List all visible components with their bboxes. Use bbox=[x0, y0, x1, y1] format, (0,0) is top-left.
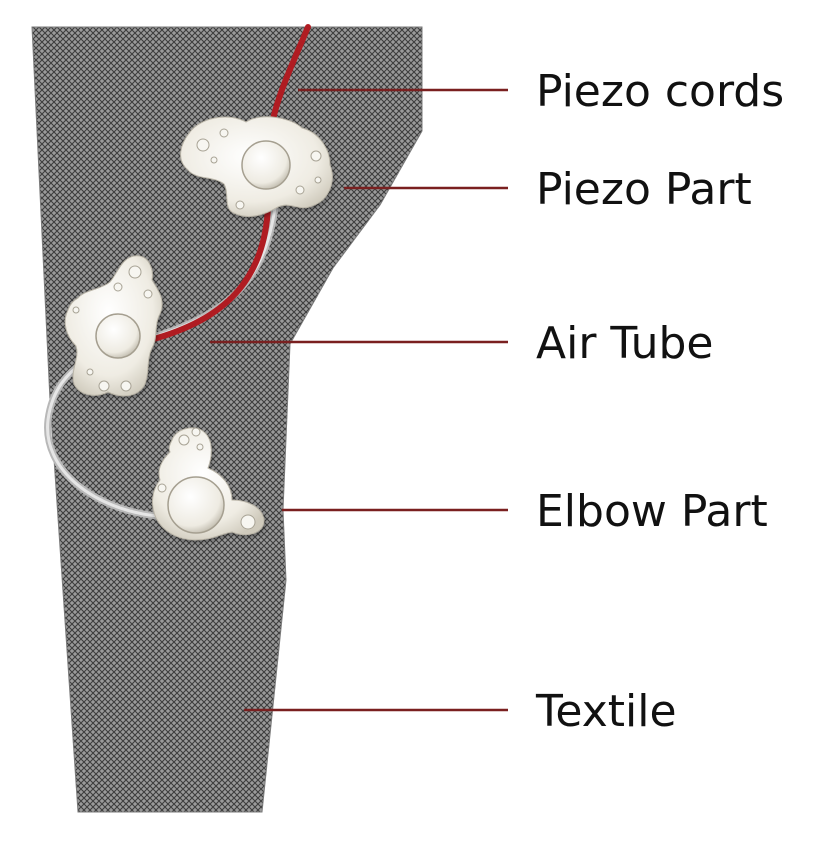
piezo-cord bbox=[147, 24, 311, 343]
piezo-part-upper bbox=[180, 116, 333, 217]
label-piezo-part: Piezo Part bbox=[536, 164, 752, 215]
label-piezo-cords: Piezo cords bbox=[536, 66, 784, 117]
label-elbow-part: Elbow Part bbox=[536, 486, 768, 537]
label-textile: Textile bbox=[535, 686, 677, 737]
label-air-tube: Air Tube bbox=[536, 318, 713, 369]
elbow-part bbox=[152, 427, 265, 541]
piezo-part-middle bbox=[64, 255, 163, 397]
textile-sleeve bbox=[31, 26, 423, 813]
